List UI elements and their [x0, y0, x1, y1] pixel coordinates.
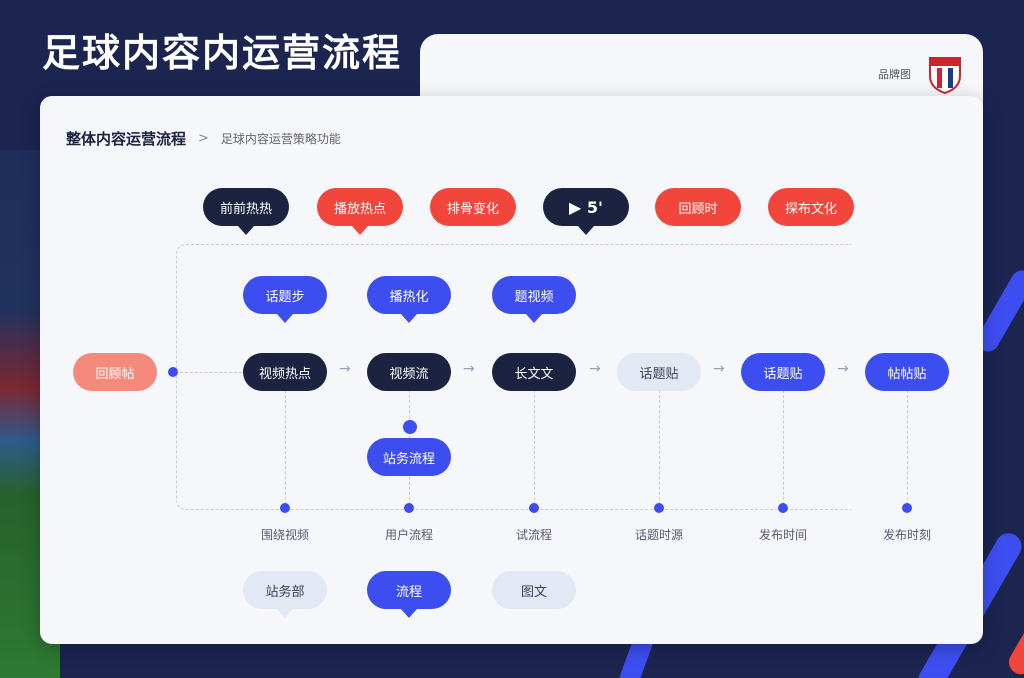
callout-tail [526, 314, 542, 323]
badge-label: 品牌图 [878, 68, 911, 81]
callout-node[interactable]: 题视频 [492, 276, 576, 314]
connector-line [907, 390, 908, 510]
main-node[interactable]: 话题贴 [741, 353, 825, 391]
arrow-right-icon: → [713, 361, 725, 377]
main-node[interactable]: 视频流 [367, 353, 451, 391]
connector-line [180, 372, 242, 373]
callout-tail [238, 226, 254, 235]
bottom-node[interactable]: 站务部 [243, 571, 327, 609]
callout-tail [401, 314, 417, 323]
stage-label: 试流程 [515, 528, 552, 542]
main-node[interactable]: 话题贴 [617, 353, 701, 391]
main-node[interactable]: 帖帖贴 [865, 353, 949, 391]
callout-tail [578, 226, 594, 235]
callout-tail [401, 609, 417, 618]
start-node[interactable]: 回顾帖 [73, 353, 157, 391]
top-node[interactable]: 前前热热 [203, 188, 289, 226]
breadcrumb-main[interactable]: 整体内容运营流程 [66, 130, 187, 148]
arrow-right-icon: → [463, 361, 475, 377]
arrow-right-icon: → [339, 361, 351, 377]
top-node[interactable]: 探布文化 [768, 188, 854, 226]
club-crest-icon [929, 57, 961, 94]
breadcrumb-sub[interactable]: 足球内容运营策略功能 [220, 132, 341, 146]
stage-label: 发布时刻 [882, 528, 931, 542]
connector-dot [529, 503, 539, 513]
connector-dot [902, 503, 912, 513]
top-node[interactable]: 回顾时 [655, 188, 741, 226]
connector-dot [654, 503, 664, 513]
top-node[interactable]: ▶ 5' [543, 188, 629, 226]
flow-frame [176, 244, 851, 510]
bottom-node[interactable]: 图文 [492, 571, 576, 609]
callout-node[interactable]: 话题步 [243, 276, 327, 314]
top-node[interactable]: 播放热点 [317, 188, 403, 226]
connector-dot [280, 503, 290, 513]
top-node[interactable]: 排骨变化 [430, 188, 516, 226]
connector-line [659, 390, 660, 510]
callout-node[interactable]: 播热化 [367, 276, 451, 314]
connector-dot [403, 420, 417, 434]
bottom-node[interactable]: 流程 [367, 571, 451, 609]
arrow-right-icon: → [589, 361, 601, 377]
connector-line [534, 390, 535, 510]
breadcrumb: 整体内容运营流程 > 足球内容运营策略功能 [66, 128, 341, 149]
stage-label: 话题时源 [634, 528, 683, 542]
connector-line [285, 390, 286, 510]
connector-dot [404, 503, 414, 513]
stage-label: 发布时间 [758, 528, 807, 542]
callout-tail [277, 314, 293, 323]
connector-dot [168, 367, 178, 377]
breadcrumb-separator: > [198, 131, 209, 146]
branch-node[interactable]: 站务流程 [367, 438, 451, 476]
stage-label: 围绕视频 [260, 528, 309, 542]
arrow-right-icon: → [837, 361, 849, 377]
main-node[interactable]: 长文文 [492, 353, 576, 391]
main-node[interactable]: 视频热点 [243, 353, 327, 391]
callout-tail [277, 609, 293, 618]
callout-tail [352, 226, 368, 235]
page-title: 足球内容内运营流程 [42, 31, 403, 75]
stage-label: 用户流程 [384, 528, 433, 542]
connector-dot [778, 503, 788, 513]
connector-line [783, 390, 784, 510]
